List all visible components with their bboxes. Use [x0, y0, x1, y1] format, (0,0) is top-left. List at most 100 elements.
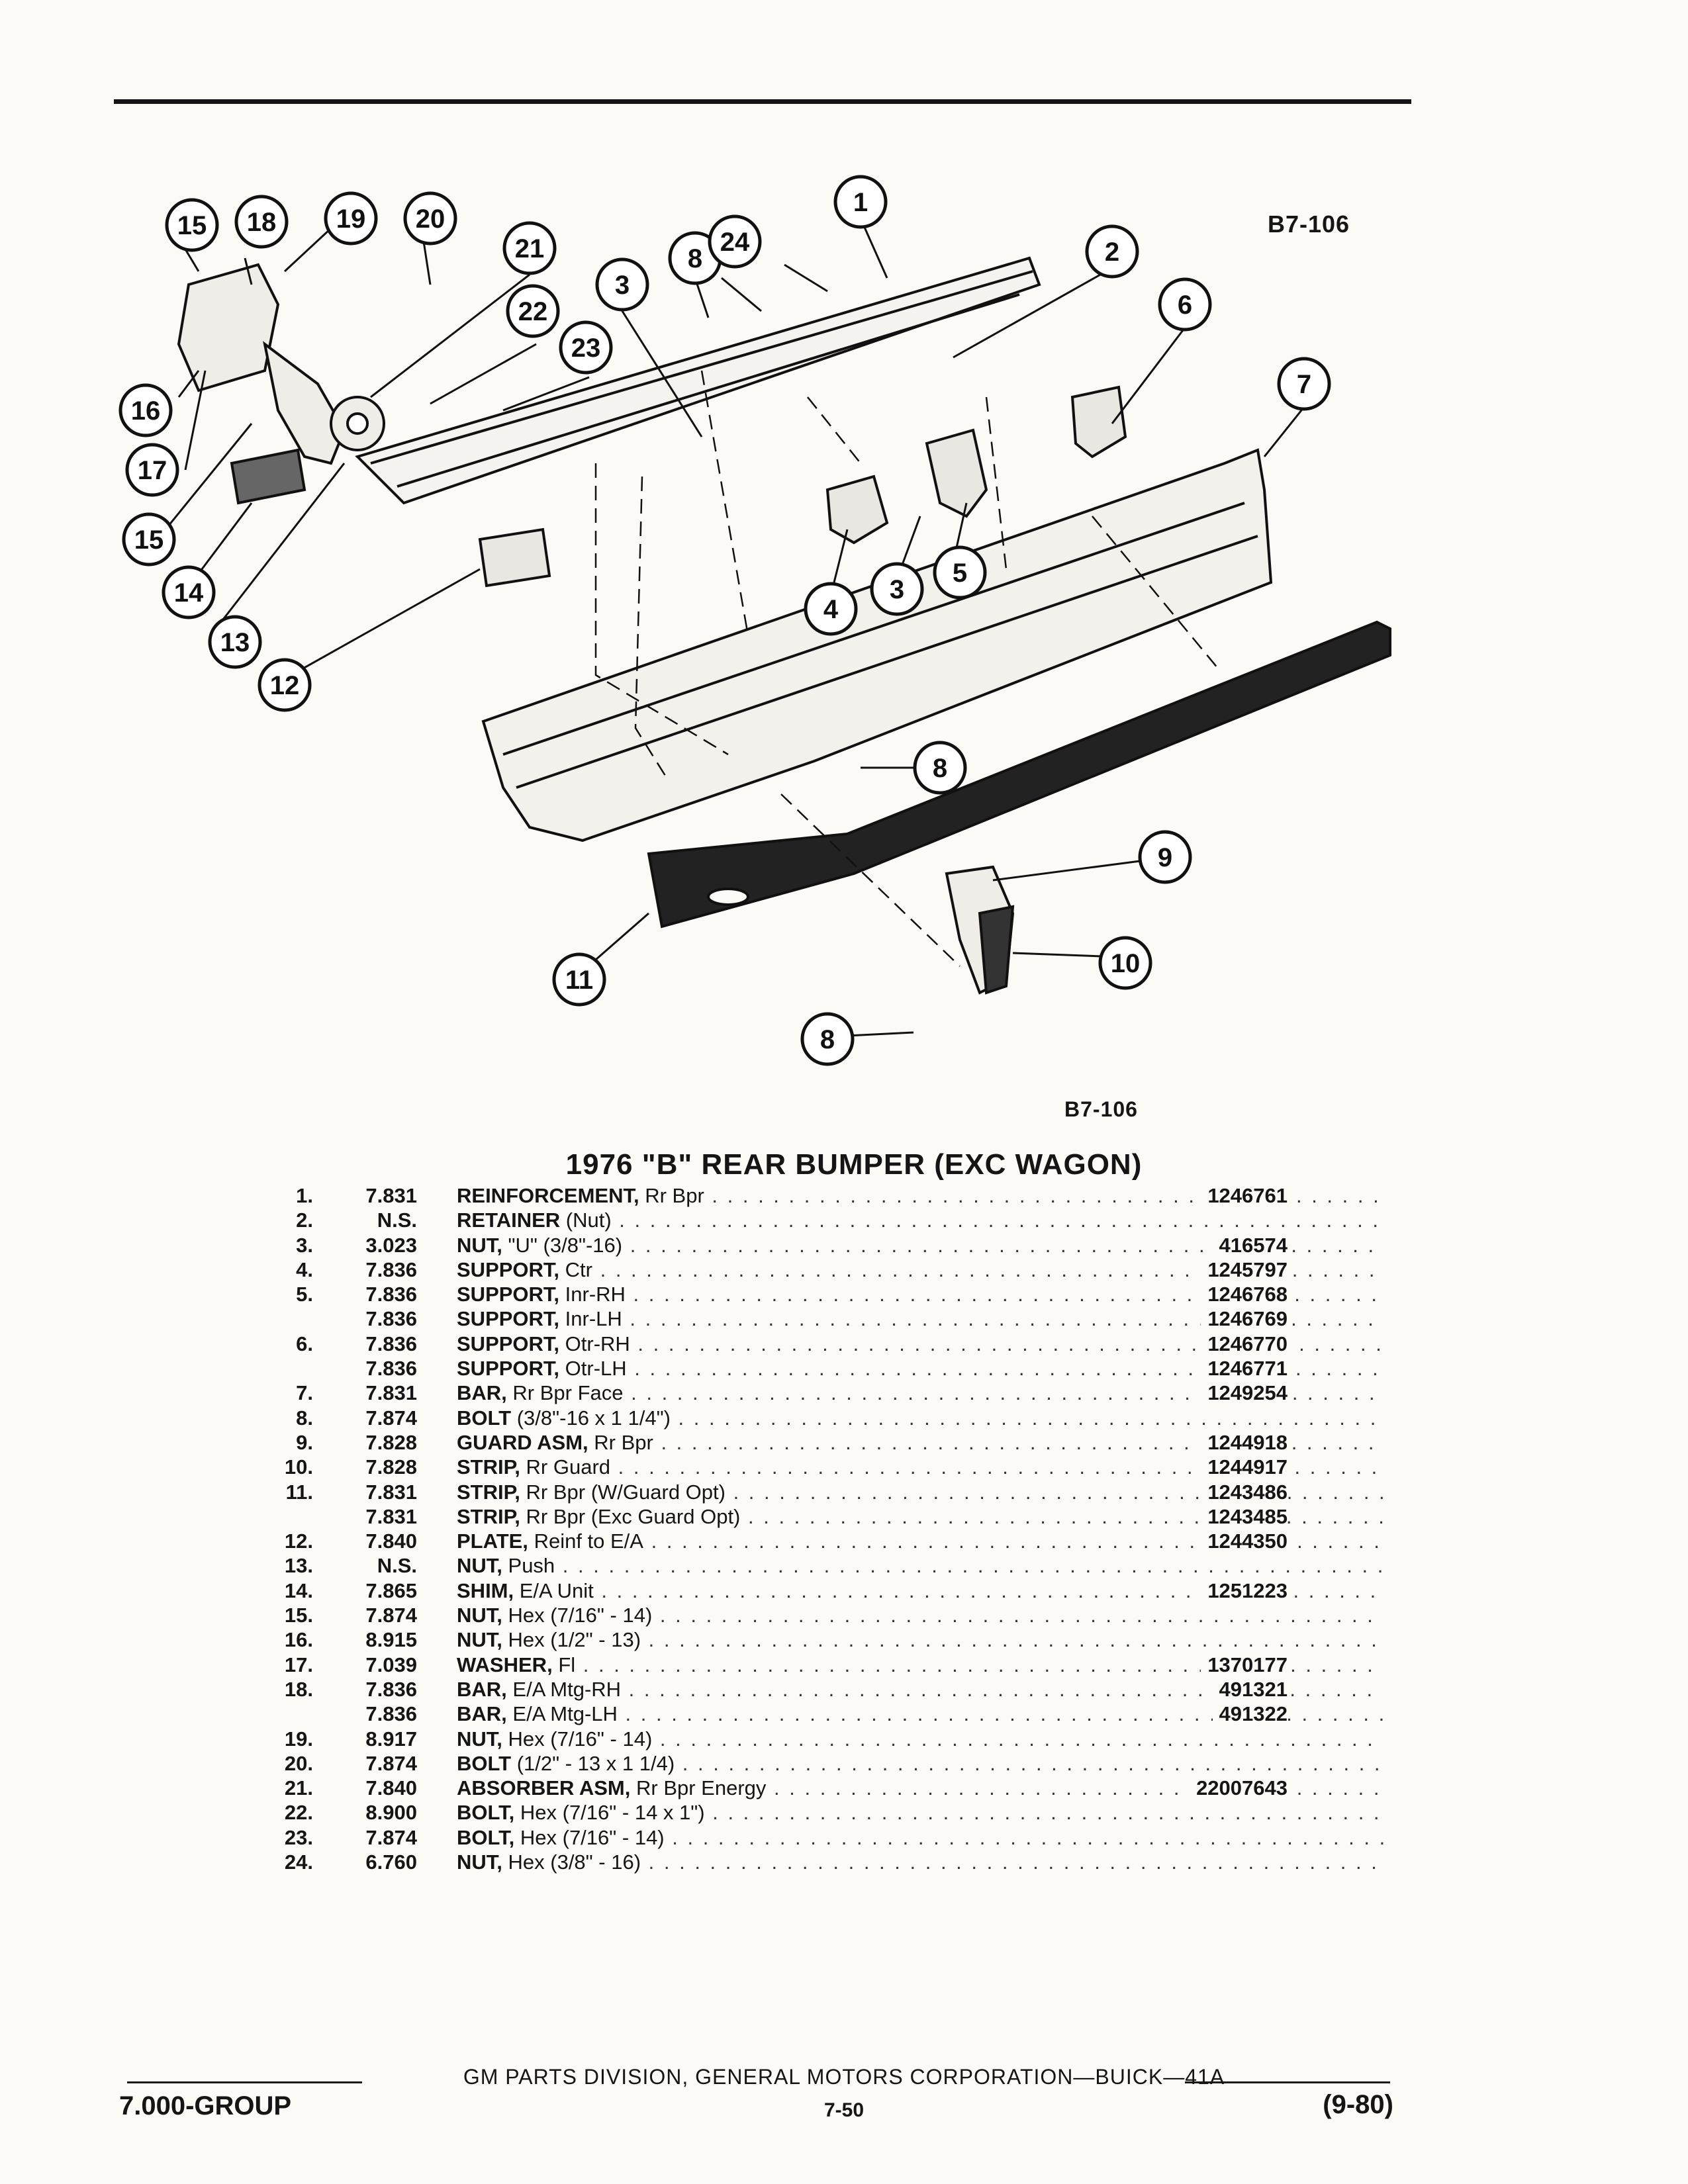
svg-text:10: 10: [1111, 949, 1141, 978]
part-number: 1246761: [1201, 1183, 1288, 1208]
group-number: 7.874: [365, 1825, 417, 1849]
leader-dots: . . . . . . . . . . . . . . . . . . . . …: [682, 1751, 1383, 1775]
part-description: BOLT (3/8"-16 x 1 1/4") . . . . . . . . …: [457, 1406, 1383, 1430]
leader-dots: . . . . . . . . . . . . . . . . . . . . …: [659, 1604, 1383, 1627]
group-number: 7.828: [365, 1430, 417, 1454]
group-number: 7.836: [365, 1677, 417, 1701]
svg-text:8: 8: [688, 244, 702, 273]
part-spec: Rr Guard: [526, 1455, 611, 1479]
bumper-strip: [647, 620, 1391, 929]
part-description: NUT, Hex (1/2" - 13) . . . . . . . . . .…: [457, 1627, 1383, 1652]
item-number: 16.: [284, 1628, 313, 1652]
svg-text:23: 23: [571, 334, 601, 363]
leader-dots: . . . . . . . . . . . . . . . . . . . . …: [672, 1825, 1383, 1849]
callout-10: 10: [1098, 936, 1152, 990]
part-spec: Rr Bpr (W/Guard Opt): [526, 1480, 726, 1504]
figure-code-top: B7-106: [1268, 210, 1350, 238]
group-number: 7.874: [365, 1751, 417, 1775]
callout-9: 9: [1138, 830, 1192, 884]
callout-15: 15: [165, 198, 219, 252]
part-spec: Otr-LH: [565, 1357, 627, 1381]
svg-text:15: 15: [134, 525, 164, 555]
svg-text:14: 14: [174, 578, 204, 608]
page-title: 1976 "B" REAR BUMPER (EXC WAGON): [565, 1148, 1143, 1181]
svg-text:21: 21: [515, 234, 545, 263]
callout-6: 6: [1158, 277, 1212, 332]
group-number: 7.865: [365, 1578, 417, 1602]
part-name: SUPPORT,: [457, 1357, 560, 1381]
footer-group: 7.000-GROUP: [119, 2091, 292, 2120]
part-spec: (Nut): [565, 1208, 612, 1232]
svg-text:15: 15: [177, 211, 207, 240]
svg-text:7: 7: [1297, 370, 1311, 399]
group-number: 8.917: [365, 1727, 417, 1751]
callout-18: 18: [234, 195, 289, 249]
item-number: 2.: [296, 1208, 313, 1232]
part-name: BOLT: [457, 1751, 512, 1775]
callout-20: 20: [403, 191, 457, 246]
item-number: 9.: [296, 1430, 313, 1454]
svg-text:12: 12: [270, 671, 300, 700]
callout-19: 19: [324, 191, 378, 246]
item-number: 18.: [284, 1677, 313, 1701]
part-number: 1244350: [1201, 1529, 1288, 1554]
leader-lines: [164, 218, 1305, 1037]
item-number: 22.: [284, 1801, 313, 1825]
part-number: 1246768: [1201, 1282, 1288, 1307]
item-number: 12.: [284, 1529, 313, 1553]
part-name: NUT,: [457, 1233, 502, 1257]
callout-8: 8: [913, 741, 967, 795]
part-description: RETAINER (Nut) . . . . . . . . . . . . .…: [457, 1208, 1383, 1232]
group-number: 7.874: [365, 1406, 417, 1430]
item-number: 13.: [284, 1554, 313, 1578]
part-spec: Ctr: [565, 1257, 592, 1281]
part-name: NUT,: [457, 1727, 502, 1751]
svg-text:19: 19: [336, 205, 366, 234]
svg-text:16: 16: [131, 396, 161, 426]
part-number: 1243485: [1201, 1504, 1288, 1529]
item-number: 11.: [285, 1480, 313, 1504]
callout-17: 17: [125, 443, 179, 497]
part-name: BOLT,: [457, 1801, 515, 1825]
part-description: NUT, Hex (3/8" - 16) . . . . . . . . . .…: [457, 1850, 1383, 1874]
part-number: 1244917: [1201, 1455, 1288, 1480]
item-number: 4.: [296, 1257, 313, 1281]
part-description: BOLT, Hex (7/16" - 14) . . . . . . . . .…: [457, 1825, 1383, 1850]
footer-date: (9-80): [1323, 2090, 1393, 2119]
part-spec: Rr Bpr: [645, 1184, 704, 1207]
group-number: 7.836: [365, 1257, 417, 1281]
svg-text:3: 3: [615, 271, 630, 300]
item-number: 19.: [284, 1727, 313, 1751]
svg-text:17: 17: [138, 456, 167, 485]
item-number: 20.: [284, 1751, 313, 1775]
part-spec: "U" (3/8"-16): [508, 1233, 623, 1257]
svg-text:22: 22: [518, 297, 548, 326]
leader-dots: . . . . . . . . . . . . . . . . . . . . …: [648, 1628, 1383, 1652]
part-spec: Rr Bpr: [594, 1430, 653, 1454]
callout-21: 21: [502, 221, 557, 275]
group-number: 7.840: [365, 1776, 417, 1800]
svg-text:20: 20: [416, 205, 445, 234]
item-number: 6.: [296, 1332, 313, 1355]
part-spec: Inr-RH: [565, 1283, 626, 1306]
part-name: STRIP,: [457, 1480, 520, 1504]
bumper-guard: [945, 865, 1015, 995]
callout-23: 23: [559, 320, 613, 375]
part-spec: (1/2" - 13 x 1 1/4): [516, 1751, 675, 1775]
svg-text:1: 1: [853, 188, 868, 217]
item-number: 10.: [284, 1455, 313, 1479]
figure-code-bottom: B7-106: [1064, 1097, 1138, 1121]
part-name: BAR,: [457, 1677, 507, 1701]
part-number: 1243486: [1201, 1479, 1288, 1504]
part-name: STRIP,: [457, 1504, 520, 1528]
